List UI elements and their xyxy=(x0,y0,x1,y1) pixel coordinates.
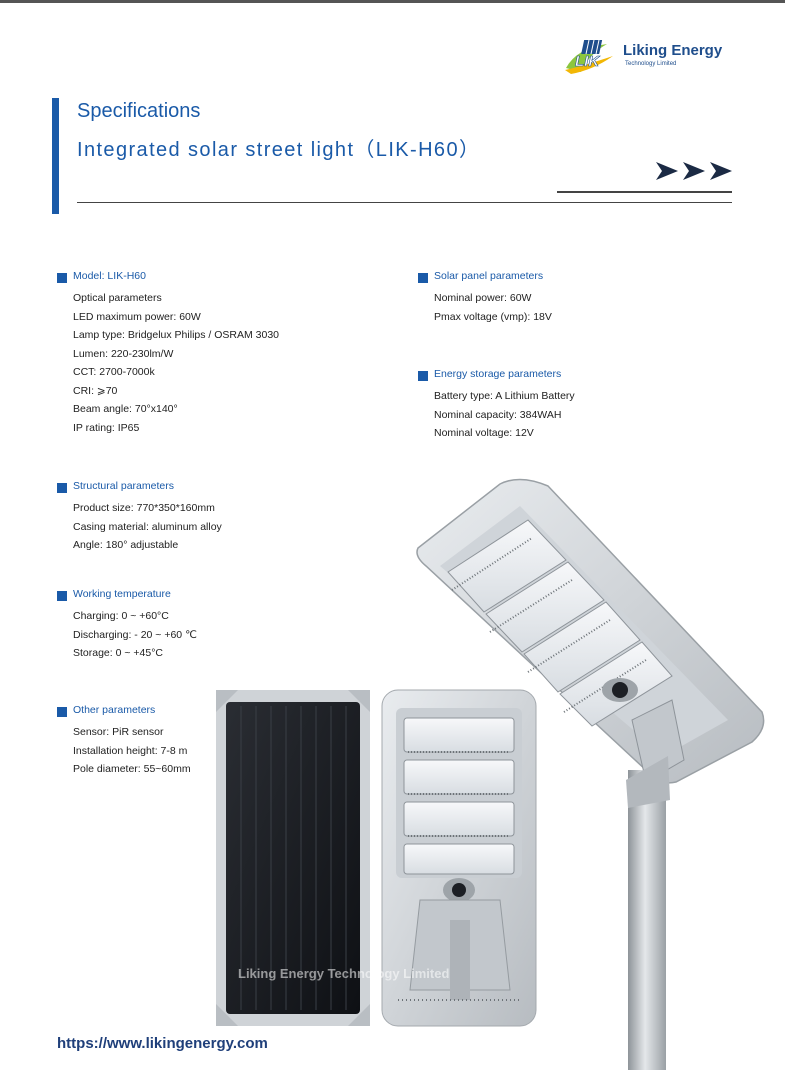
bullet-square-icon xyxy=(57,483,67,493)
section-temperature: Working temperature Charging: 0 ~ +60°C … xyxy=(57,588,197,663)
website-link[interactable]: https://www.likingenergy.com xyxy=(57,1035,268,1052)
spec-line: Casing material: aluminum alloy xyxy=(73,520,222,533)
spec-line: IP rating: IP65 xyxy=(73,421,140,434)
section-title: Model: LIK-H60 xyxy=(73,270,146,282)
section-title: Solar panel parameters xyxy=(434,270,544,282)
header-rule-short xyxy=(557,191,732,193)
section-title: Working temperature xyxy=(73,588,171,600)
spec-line: Nominal voltage: 12V xyxy=(434,427,534,439)
spec-line: Sensor: PiR sensor xyxy=(73,726,164,738)
spec-line: Storage: 0 ~ +45°C xyxy=(73,647,164,659)
top-border xyxy=(0,0,785,3)
spec-line: Pmax voltage (vmp): 18V xyxy=(434,310,552,323)
header-accent-bar xyxy=(52,98,59,214)
light-pole xyxy=(628,770,666,1070)
brand-tagline: Technology Limited xyxy=(625,61,677,67)
brand-name: Liking Energy xyxy=(623,42,723,59)
spec-line: Battery type: A Lithium Battery xyxy=(434,390,575,402)
page-title: Specifications xyxy=(77,100,201,122)
spec-line: Optical parameters xyxy=(73,292,162,304)
spec-line: Beam angle: 70°x140° xyxy=(73,403,178,415)
logo-letters: LIK xyxy=(575,53,600,70)
brand-logo: LIK Liking Energy Technology Limited xyxy=(563,36,743,78)
spec-line: LED maximum power: 60W xyxy=(73,310,201,323)
spec-line: Discharging: - 20 ~ +60 ℃ xyxy=(73,628,197,641)
spec-line: Product size: 770*350*160mm xyxy=(73,502,215,514)
angled-street-light xyxy=(416,478,765,808)
bullet-square-icon xyxy=(57,273,67,283)
spec-line: Nominal power: 60W xyxy=(434,292,532,304)
header-rule-long xyxy=(77,202,732,203)
spec-line: Pole diameter: 55~60mm xyxy=(73,763,191,775)
spec-line: Charging: 0 ~ +60°C xyxy=(73,610,169,622)
triple-arrow-icon xyxy=(656,162,732,180)
spec-line: Installation height: 7-8 m xyxy=(73,744,188,757)
product-subtitle: Integrated solar street light（LIK-H60） xyxy=(77,139,481,161)
section-model: Model: LIK-H60 Optical parameters LED ma… xyxy=(57,270,279,437)
spec-line: Nominal capacity: 384WAH xyxy=(434,408,562,421)
spec-line: Lamp type: Bridgelux Philips / OSRAM 303… xyxy=(73,329,280,341)
spec-line: CRI: ⩾70 xyxy=(73,384,118,397)
section-storage: Energy storage parameters Battery type: … xyxy=(418,368,575,443)
section-other: Other parameters Sensor: PiR sensor Inst… xyxy=(57,704,191,779)
section-title: Structural parameters xyxy=(73,480,174,492)
watermark-text: Liking Energy Technology Limited xyxy=(238,966,450,981)
spec-line: CCT: 2700-7000k xyxy=(73,366,155,378)
spec-line: Lumen: 220-230lm/W xyxy=(73,347,174,360)
section-structural: Structural parameters Product size: 770*… xyxy=(57,480,222,555)
bullet-square-icon xyxy=(418,273,428,283)
section-title: Other parameters xyxy=(73,704,156,716)
section-solar: Solar panel parameters Nominal power: 60… xyxy=(418,270,552,326)
liking-logo-icon: LIK xyxy=(565,39,613,74)
bullet-square-icon xyxy=(57,707,67,717)
bullet-square-icon xyxy=(418,371,428,381)
spec-line: Angle: 180° adjustable xyxy=(73,539,179,551)
section-title: Energy storage parameters xyxy=(434,368,562,380)
bullet-square-icon xyxy=(57,591,67,601)
